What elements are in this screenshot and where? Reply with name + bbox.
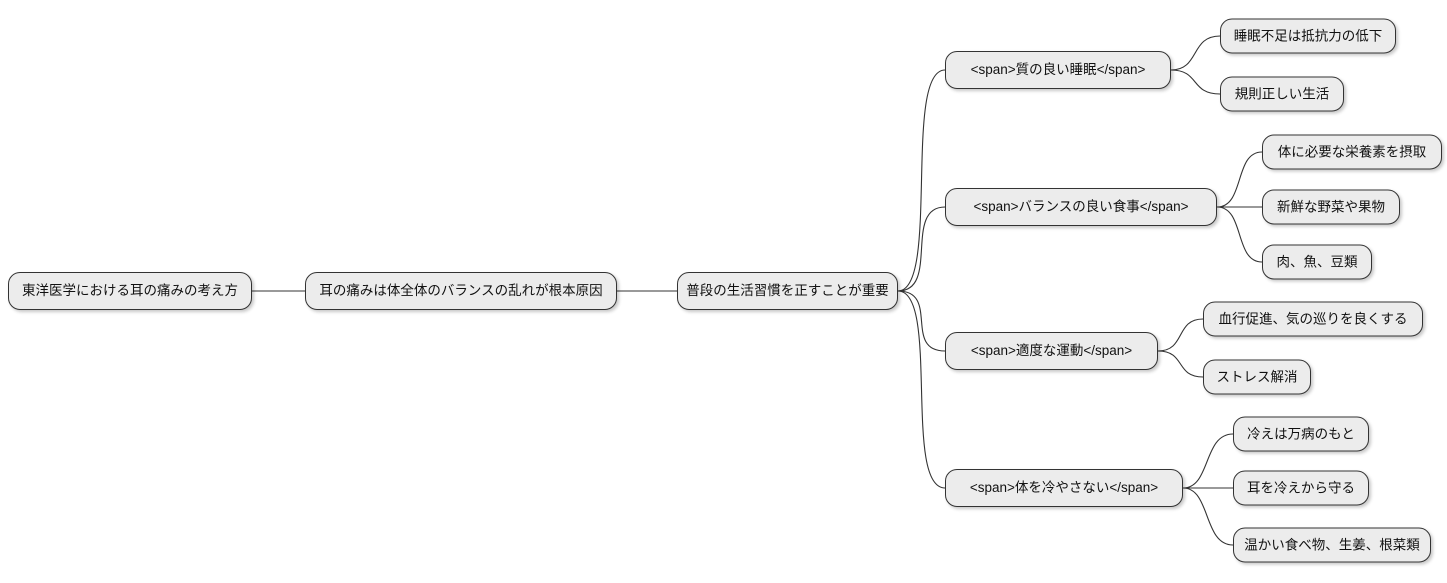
edge-sleep-leaf2 bbox=[1170, 69, 1221, 95]
edge-approach-exercise bbox=[897, 290, 946, 352]
leaf-stress-relief: ストレス解消 bbox=[1203, 359, 1311, 395]
leaf-regular-life: 規則正しい生活 bbox=[1220, 76, 1344, 112]
edge-exercise-leaf2 bbox=[1157, 350, 1204, 378]
leaf-cold-illness: 冷えは万病のもと bbox=[1233, 416, 1369, 452]
leaf-vegetables-fruit: 新鮮な野菜や果物 bbox=[1262, 189, 1400, 225]
edge-warmth-leaf3 bbox=[1182, 487, 1234, 546]
branch-warmth: <span>体を冷やさない</span> bbox=[945, 469, 1183, 507]
branch-exercise: <span>適度な運動</span> bbox=[945, 332, 1158, 370]
edge-approach-warmth bbox=[897, 290, 946, 489]
edge-diet-leaf3 bbox=[1216, 206, 1263, 263]
edge-warmth-leaf1 bbox=[1182, 433, 1234, 489]
node-approach: 普段の生活習慣を正すことが重要 bbox=[677, 272, 898, 310]
leaf-warm-foods: 温かい食べ物、生姜、根菜類 bbox=[1233, 527, 1431, 563]
branch-diet: <span>バランスの良い食事</span> bbox=[945, 188, 1217, 226]
edge-sleep-leaf1 bbox=[1170, 35, 1221, 71]
leaf-sleep-resistance: 睡眠不足は抵抗力の低下 bbox=[1220, 18, 1396, 54]
branch-sleep: <span>質の良い睡眠</span> bbox=[945, 51, 1171, 89]
edge-approach-diet bbox=[897, 206, 946, 292]
edge-approach-sleep bbox=[897, 69, 946, 292]
edge-exercise-leaf1 bbox=[1157, 318, 1204, 352]
leaf-nutrients: 体に必要な栄養素を摂取 bbox=[1262, 134, 1442, 170]
edge-diet-leaf1 bbox=[1216, 151, 1263, 208]
leaf-meat-fish-beans: 肉、魚、豆類 bbox=[1262, 244, 1372, 280]
node-root-cause: 耳の痛みは体全体のバランスの乱れが根本原因 bbox=[305, 272, 617, 310]
node-root: 東洋医学における耳の痛みの考え方 bbox=[8, 272, 252, 310]
leaf-circulation: 血行促進、気の巡りを良くする bbox=[1203, 301, 1423, 337]
leaf-protect-ears: 耳を冷えから守る bbox=[1233, 470, 1369, 506]
